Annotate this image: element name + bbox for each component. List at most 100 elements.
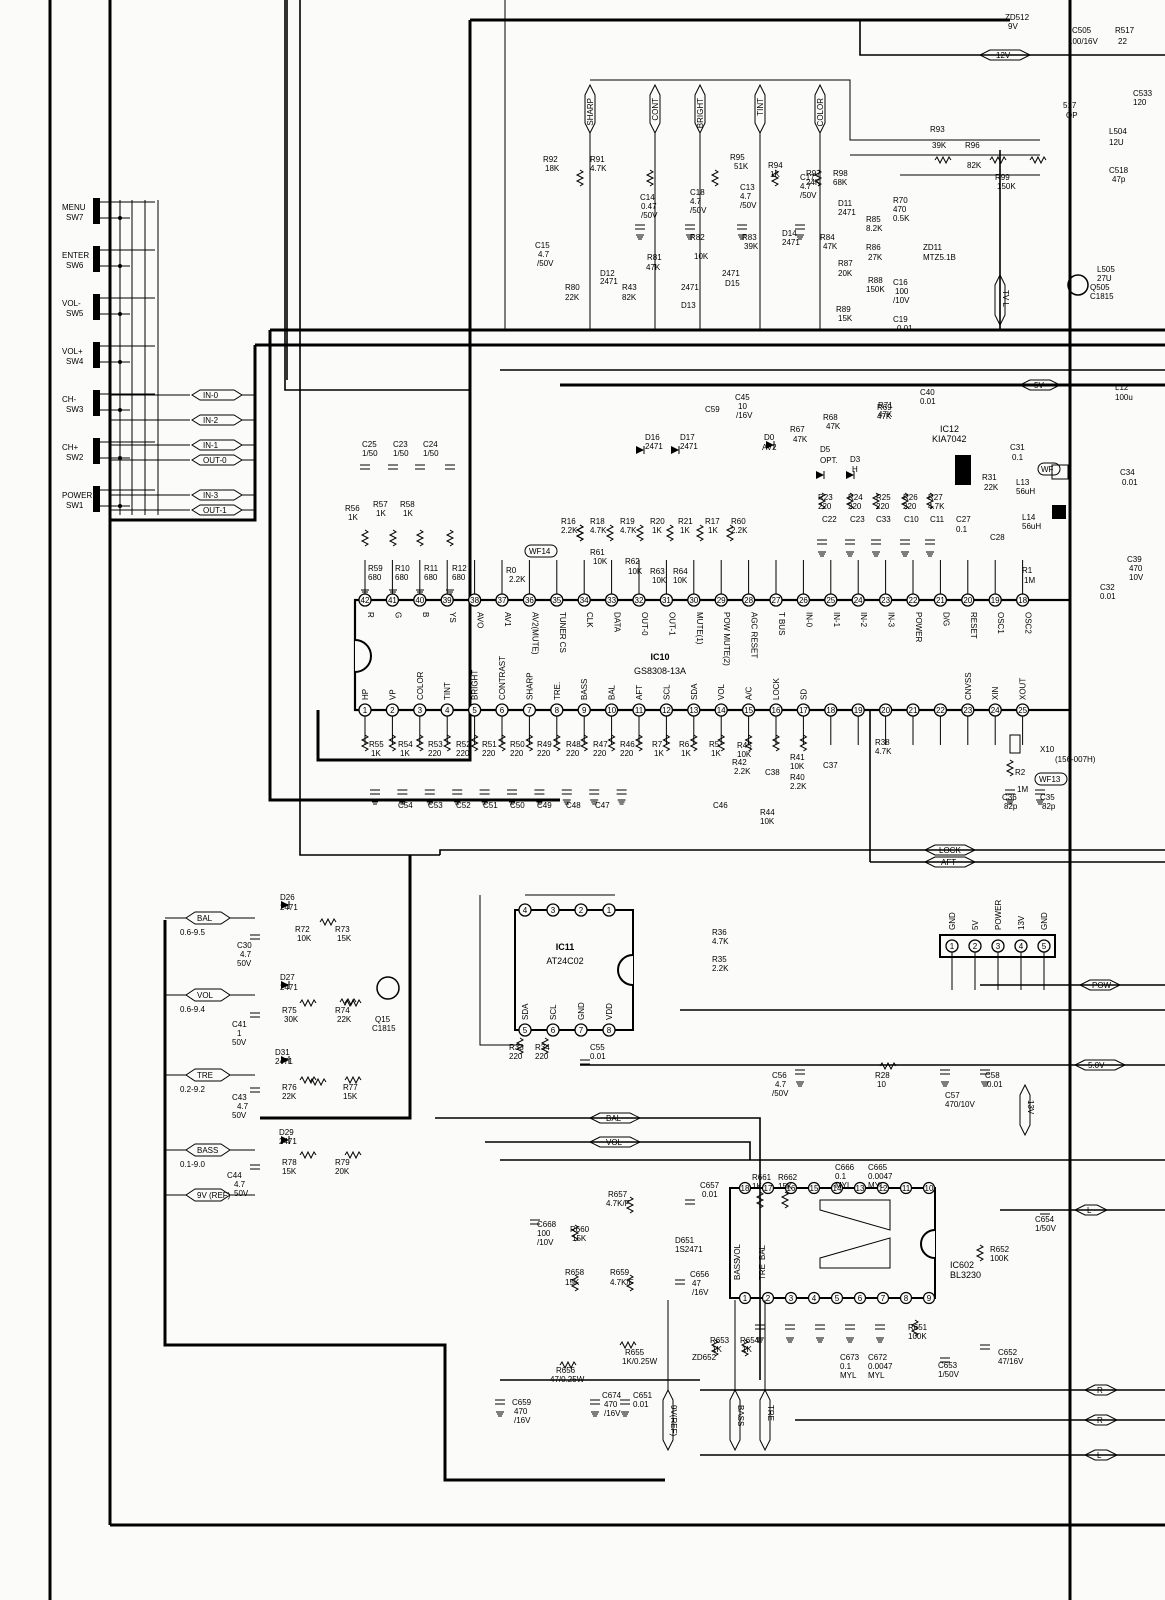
label-l12: L12 (1115, 383, 1129, 392)
label-c36: C36 (1002, 793, 1017, 802)
audio-tag-range: 0.2-9.2 (180, 1085, 205, 1094)
label-c57v: 470/10V (945, 1100, 975, 1109)
pin-number: 19 (854, 706, 863, 715)
label-d29v: 2471 (279, 1137, 297, 1146)
svg-text:C1815: C1815 (1090, 292, 1114, 301)
ic11-pin-4: 4 (518, 903, 532, 917)
pin-name: IN-2 (859, 612, 868, 628)
label-r81: R81 (647, 253, 662, 262)
label-r25v: 220 (876, 502, 890, 511)
label-d31: D31 (275, 1048, 290, 1057)
pin-name: AFT (635, 685, 644, 700)
pin-number: 14 (833, 1184, 842, 1193)
label-zd11: ZD11 (923, 243, 943, 252)
label-d27: D27 (280, 973, 295, 982)
label-r94: R94 (768, 161, 783, 170)
label-l14: L14 (1022, 513, 1036, 522)
pin-number: 8 (904, 1294, 909, 1303)
label-r60v: 2.2K (731, 526, 748, 535)
amp-pin-top: 16 (784, 1181, 798, 1195)
label-c56: C56 (772, 1071, 787, 1080)
label-r98v: 68K (833, 178, 848, 187)
pin-name: TUNER CS (558, 612, 567, 653)
switch-name: CH+ (62, 443, 79, 452)
label-r46: R46 (620, 740, 635, 749)
pin-name: AVO (476, 612, 485, 628)
label-r75v: 30K (284, 1015, 299, 1024)
pin-number: 23 (881, 596, 890, 605)
switch-name: VOL+ (62, 347, 83, 356)
connector-pin-3: 3 POWER (991, 900, 1005, 990)
label-c24v: 1/50 (423, 449, 439, 458)
label-c674r: /16V (604, 1409, 621, 1418)
pin-number: 30 (689, 596, 698, 605)
pin-number: 24 (991, 706, 1000, 715)
label-r80v: 22K (565, 293, 580, 302)
label-d29: D29 (279, 1128, 294, 1137)
label-r10v: 680 (395, 573, 409, 582)
switch-name: ENTER (62, 251, 89, 260)
pin-name: POW MUTE(2) (722, 612, 731, 666)
pin-name: GND (577, 1002, 586, 1020)
label-c13v: 4.7 (740, 192, 752, 201)
pin-name: POWER (994, 900, 1003, 930)
key-line-label: IN-1 (203, 441, 219, 450)
label-r51v: 220 (482, 749, 496, 758)
label-r92v: 18K (545, 164, 560, 173)
ic10-pin-21: 21D/G (933, 560, 950, 626)
svg-text:AFT: AFT (941, 858, 956, 867)
label-r79: R79 (335, 1158, 350, 1167)
key-line-in-3: IN-3 (110, 489, 255, 501)
label-r82: R82 (690, 233, 705, 242)
label-c39v: 470 (1129, 564, 1143, 573)
label-r45: R45 (737, 741, 752, 750)
label-r653: R653 (710, 1336, 730, 1345)
label-c37: C37 (823, 761, 838, 770)
label-r661: R661 (752, 1173, 772, 1182)
switch-vol-: VOL-SW5 (62, 294, 155, 320)
switch-ref: SW3 (66, 405, 84, 414)
label-c54: C54 (398, 801, 413, 810)
component-labels: C140.47/50VC184.7/50VC134.7/50VC174.7/50… (227, 13, 1153, 1425)
label-r26: R26 (903, 493, 918, 502)
pin-name: IN-3 (887, 612, 896, 628)
label-r16v: 2.2K (561, 526, 578, 535)
label-r10: R10 (395, 564, 410, 573)
label-c31v: 0.1 (1012, 453, 1024, 462)
amp-pin-top: 17 (761, 1181, 775, 1195)
label-c674v: 470 (604, 1400, 618, 1409)
label-r19: R19 (620, 517, 635, 526)
label-c25v: 1/50 (362, 449, 378, 458)
connector-pin-2: 25V (968, 920, 982, 990)
pin-number: 8 (555, 706, 560, 715)
label-c47: C47 (595, 801, 610, 810)
label-d13: D13 (681, 301, 696, 310)
tag-r-1: R (1083, 1384, 1119, 1396)
switch-ref: SW5 (66, 309, 84, 318)
label-c28: C28 (990, 533, 1005, 542)
tag-5v: 5V (1018, 379, 1062, 391)
pin-number: 3 (996, 942, 1001, 951)
pin-number: 6 (551, 1026, 556, 1035)
label-c518v: 47p (1112, 175, 1126, 184)
pin-name: AV1 (503, 612, 512, 627)
label-r68: R68 (823, 413, 838, 422)
pin-name: OUT-0 (640, 612, 649, 636)
label-r49v: 220 (537, 749, 551, 758)
label-r5v: 1K (711, 749, 721, 758)
label-r651v: 100K (908, 1332, 927, 1341)
label-c19v: 0.01 (897, 324, 913, 333)
label-r42v: 2.2K (734, 767, 751, 776)
amp-pin-top: 12 (876, 1181, 890, 1195)
label-c25: C25 (362, 440, 377, 449)
label-c51: C51 (483, 801, 498, 810)
label-r86: R86 (866, 243, 881, 252)
pin-number: 18 (1018, 596, 1027, 605)
pin-name: IN-0 (804, 612, 813, 628)
